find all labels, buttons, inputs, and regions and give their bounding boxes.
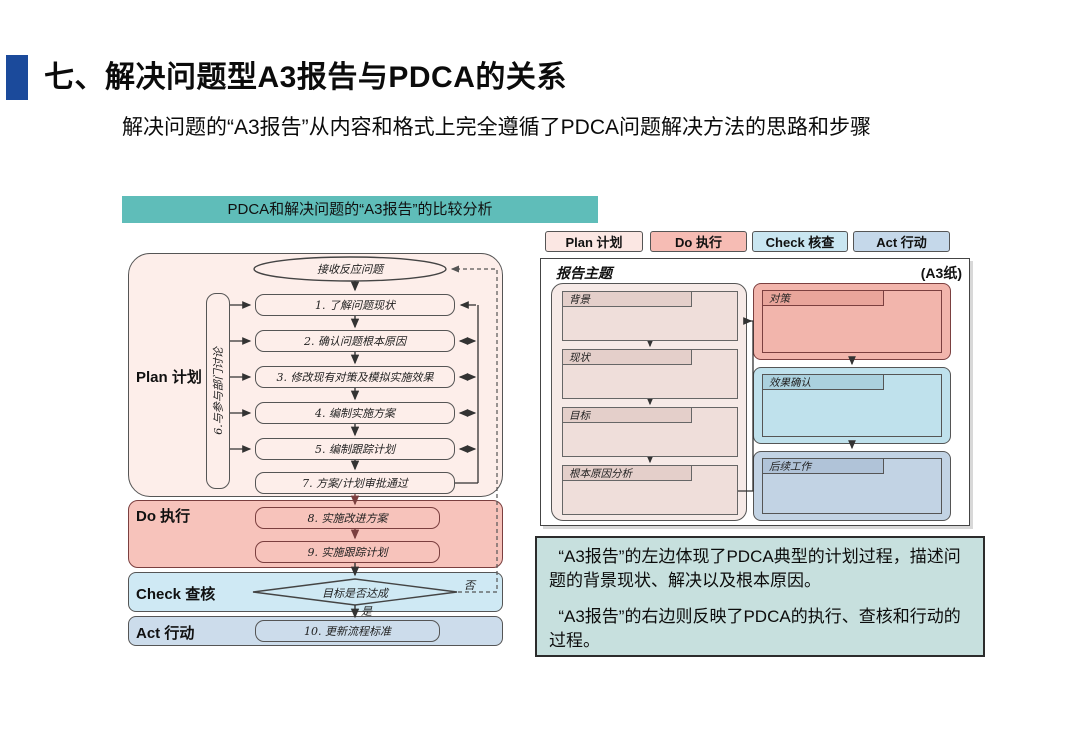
plan-label: Plan 计划 [136,369,202,386]
plan-section-container [128,253,503,497]
legend-act: Act 行动 [853,231,950,252]
flow-step-7: 7. 方案/计划审批通过 [255,472,455,494]
legend-do: Do 执行 [650,231,747,252]
explanation-note: “A3报告”的左边体现了PDCA典型的计划过程，描述问题的背景现状、解决以及根本… [535,536,985,657]
a3-header-topic: 报告主题 [556,266,612,282]
note-paragraph-2: “A3报告”的右边则反映了PDCA的执行、查核和行动的过程。 [549,607,961,651]
flow-side-box: 6.与参与部门讨论 [206,293,230,489]
a3-tab-followup: 后续工作 [762,458,884,474]
act-label: Act 行动 [136,625,195,642]
flow-step-4: 4. 编制实施方案 [255,402,455,424]
flow-step-1: 1. 了解问题现状 [255,294,455,316]
page-title: 七、解决问题型A3报告与PDCA的关系 [44,61,567,94]
a3-tab-current-state: 现状 [562,349,692,365]
a3-tab-background: 背景 [562,291,692,307]
check-label: Check 查核 [136,586,216,603]
flow-step-2: 2. 确认问题根本原因 [255,330,455,352]
comparison-banner: PDCA和解决问题的“A3报告”的比较分析 [122,196,598,223]
note-paragraph-1: “A3报告”的左边体现了PDCA典型的计划过程，描述问题的背景现状、解决以及根本… [549,547,961,591]
a3-header-paper-size: (A3纸) [920,265,962,281]
a3-tab-effect: 效果确认 [762,374,884,390]
decision-no-label: 否 [464,579,475,592]
subtitle: 解决问题的“A3报告”从内容和格式上完全遵循了PDCA问题解决方法的思路和步骤 [122,116,872,139]
flow-step-9: 9. 实施跟踪计划 [255,541,440,563]
legend-check: Check 核查 [752,231,848,252]
title-accent-square [6,55,28,100]
decision-yes-label: 是 [361,605,372,618]
flow-step-3: 3. 修改现有对策及模拟实施效果 [255,366,455,388]
a3-tab-countermeasure: 对策 [762,290,884,306]
legend-plan: Plan 计划 [545,231,643,252]
flow-step-5: 5. 编制跟踪计划 [255,438,455,460]
flow-decision: 目标是否达成 [322,587,388,600]
do-section-container [128,500,503,568]
flow-start-node: 接收反应问题 [317,263,383,276]
do-label: Do 执行 [136,508,191,525]
a3-tab-root-cause: 根本原因分析 [562,465,692,481]
flow-step-8: 8. 实施改进方案 [255,507,440,529]
a3-tab-target: 目标 [562,407,692,423]
flow-step-10: 10. 更新流程标准 [255,620,440,642]
